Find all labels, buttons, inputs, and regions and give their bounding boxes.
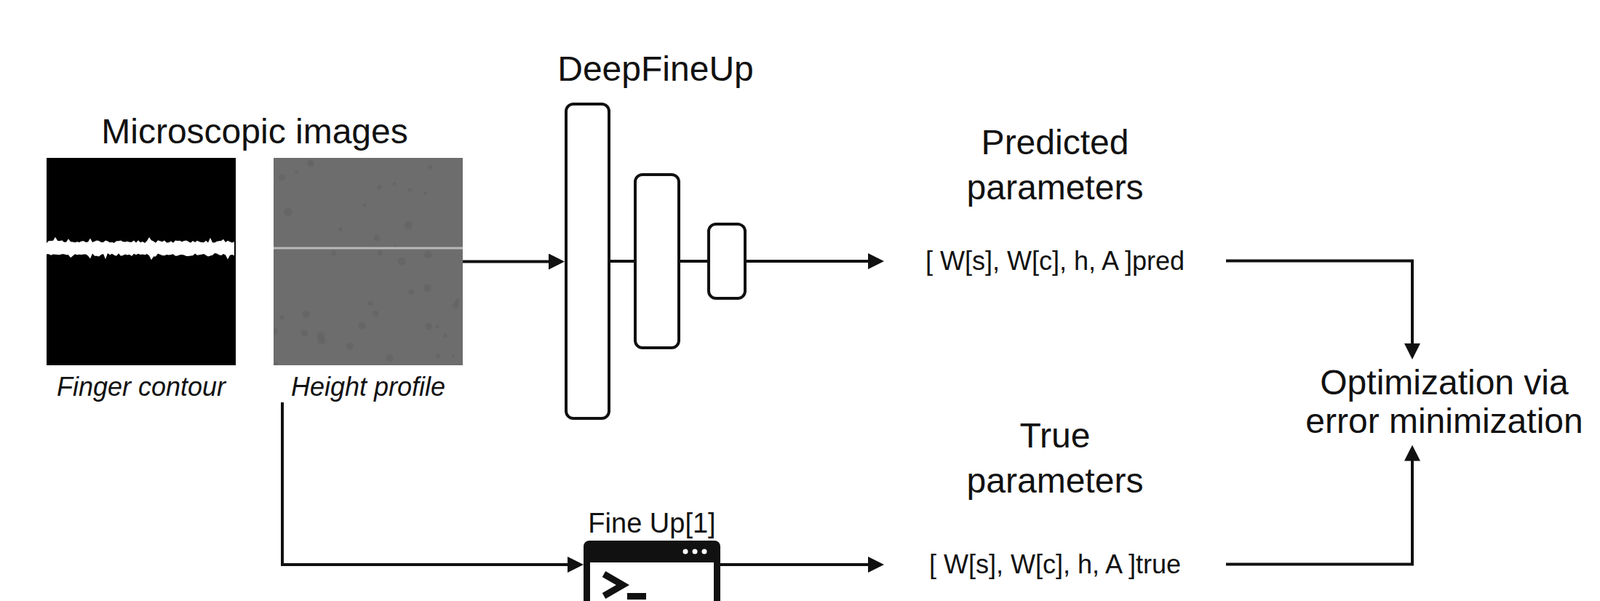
surface-texture (423, 192, 428, 196)
node-title: Height profile (244, 371, 492, 403)
surface-texture (392, 182, 396, 186)
surface-texture (454, 299, 460, 304)
parameter-group: True parameters [ W[s], W[c], h, A ]true (884, 413, 1227, 580)
surface-texture (408, 289, 414, 295)
surface-texture (408, 188, 412, 193)
surface-texture (317, 336, 326, 345)
surface-texture (307, 159, 315, 166)
node-title: Fine Up[1] (554, 505, 750, 541)
finger-contour (46, 237, 235, 260)
tool-block: Fine Up[1] (583, 505, 721, 601)
node-title: True parameters (945, 413, 1165, 504)
surface-texture (279, 315, 285, 321)
flow-arrow (462, 260, 559, 264)
surface-texture (273, 361, 278, 366)
surface-texture (372, 310, 379, 317)
flow-arrow (282, 402, 578, 565)
layer-link (609, 259, 636, 263)
surface-texture (294, 170, 299, 174)
surface-texture (451, 354, 455, 358)
image-panel: Finger contour (46, 157, 236, 403)
surface-texture (424, 251, 432, 259)
surface-texture (338, 227, 343, 232)
surface-texture (376, 184, 382, 190)
window-dot (702, 549, 708, 555)
surface-texture (345, 342, 353, 350)
parameter-vector: [ W[s], W[c], h, A ]true (884, 548, 1227, 580)
network-layer (708, 224, 746, 299)
finger-height-line (273, 247, 463, 250)
surface-texture (278, 173, 286, 181)
surface-texture (404, 221, 413, 230)
node-title: Optimization via error minimization (1298, 359, 1590, 446)
surface-texture (301, 329, 308, 337)
window-dot (683, 549, 689, 555)
network-layers (564, 90, 747, 433)
surface-texture (331, 251, 336, 256)
parameter-vector: [ W[s], W[c], h, A ]pred (884, 245, 1227, 277)
prompt-cursor (627, 592, 647, 600)
surface-texture (424, 323, 433, 331)
surface-texture (397, 257, 407, 266)
objective-text: Optimization via error minimization (1298, 359, 1590, 446)
image-background (46, 157, 236, 366)
finger-contour-image (46, 157, 236, 366)
surface-texture (435, 324, 440, 329)
height-profile-image (273, 157, 463, 366)
surface-texture (363, 203, 366, 206)
network-block: DeepFineUp (564, 48, 747, 433)
image-background (273, 157, 463, 366)
group-heading: Microscopic images (36, 110, 473, 153)
flow-arrow (746, 259, 879, 263)
surface-texture (377, 250, 383, 256)
surface-texture (283, 208, 293, 217)
surface-texture (373, 235, 380, 241)
surface-texture (385, 354, 393, 362)
surface-texture (367, 300, 373, 306)
flow-arrow (1226, 261, 1413, 355)
window-dot (692, 549, 698, 555)
terminal-icon (583, 540, 721, 601)
image-panel: Height profile (273, 157, 463, 403)
network-layer (635, 174, 679, 348)
surface-texture (358, 321, 366, 329)
parameter-group: Predicted parameters [ W[s], W[c], h, A ]… (884, 120, 1227, 277)
flow-arrow (1226, 451, 1413, 565)
surface-texture (273, 327, 278, 336)
layer-link (678, 259, 709, 263)
surface-texture (443, 333, 448, 339)
surface-texture (302, 310, 310, 318)
node-title: Predicted parameters (945, 120, 1165, 211)
surface-texture (423, 283, 432, 292)
node-title: DeepFineUp (520, 48, 791, 91)
surface-texture (435, 354, 441, 359)
network-layer (566, 104, 610, 419)
prompt-chevron (603, 574, 623, 596)
terminal-header (583, 540, 721, 563)
node-title: Finger contour (17, 371, 265, 403)
flow-arrow (720, 563, 879, 567)
surface-texture (428, 164, 433, 169)
